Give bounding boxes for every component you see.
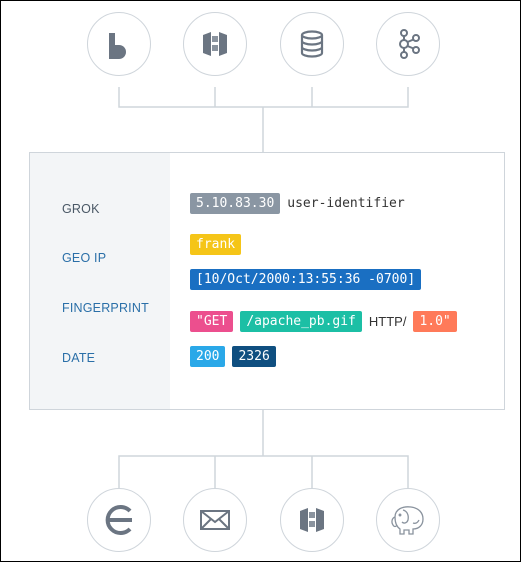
timestamp-token: [10/Oct/2000:13:55:36 -0700] bbox=[190, 269, 422, 290]
source-node-database[interactable] bbox=[280, 12, 344, 76]
hadoop-elephant-icon bbox=[391, 506, 424, 535]
protocol-text: HTTP/ bbox=[368, 314, 407, 329]
status-token: 200 bbox=[190, 346, 226, 367]
filter-grok[interactable]: GROK bbox=[62, 202, 100, 216]
log-row-2: frank bbox=[190, 234, 242, 255]
user-token: frank bbox=[190, 234, 242, 255]
filter-list: GROK GEO IP FINGERPRINT DATE bbox=[30, 153, 170, 409]
aws-cube-icon bbox=[300, 508, 324, 532]
bar-logo-icon bbox=[109, 33, 126, 59]
dest-node-elastic[interactable] bbox=[87, 488, 151, 552]
size-token: 2326 bbox=[232, 346, 276, 367]
elastic-icon bbox=[105, 505, 132, 535]
log-row-4: "GET /apache_pb.gif HTTP/ 1.0" bbox=[190, 311, 457, 332]
source-node-aws[interactable] bbox=[183, 12, 247, 76]
filter-date[interactable]: DATE bbox=[62, 351, 96, 365]
dest-node-aws[interactable] bbox=[280, 488, 344, 552]
filter-fingerprint[interactable]: FINGERPRINT bbox=[62, 301, 149, 315]
database-icon bbox=[300, 30, 324, 58]
ip-token: 5.10.83.30 bbox=[190, 193, 281, 214]
identifier-text: user-identifier bbox=[287, 196, 405, 211]
log-row-3: [10/Oct/2000:13:55:36 -0700] bbox=[190, 269, 422, 290]
filter-geo-ip[interactable]: GEO IP bbox=[62, 251, 107, 265]
source-node-bar[interactable] bbox=[87, 12, 151, 76]
log-row-5: 200 2326 bbox=[190, 346, 276, 367]
aws-cube-icon bbox=[203, 32, 227, 56]
verb-token: "GET bbox=[190, 311, 234, 332]
filter-panel: GROK GEO IP FINGERPRINT DATE 5.10.83.30 … bbox=[29, 152, 505, 410]
dest-node-email[interactable] bbox=[183, 488, 247, 552]
mail-envelope-icon bbox=[200, 510, 230, 530]
path-token: /apache_pb.gif bbox=[240, 311, 362, 332]
kafka-icon bbox=[399, 29, 420, 59]
dest-node-hadoop[interactable] bbox=[376, 488, 440, 552]
log-row-1: 5.10.83.30 user-identifier bbox=[190, 193, 405, 214]
version-token: 1.0" bbox=[413, 311, 457, 332]
source-node-kafka[interactable] bbox=[376, 12, 440, 76]
